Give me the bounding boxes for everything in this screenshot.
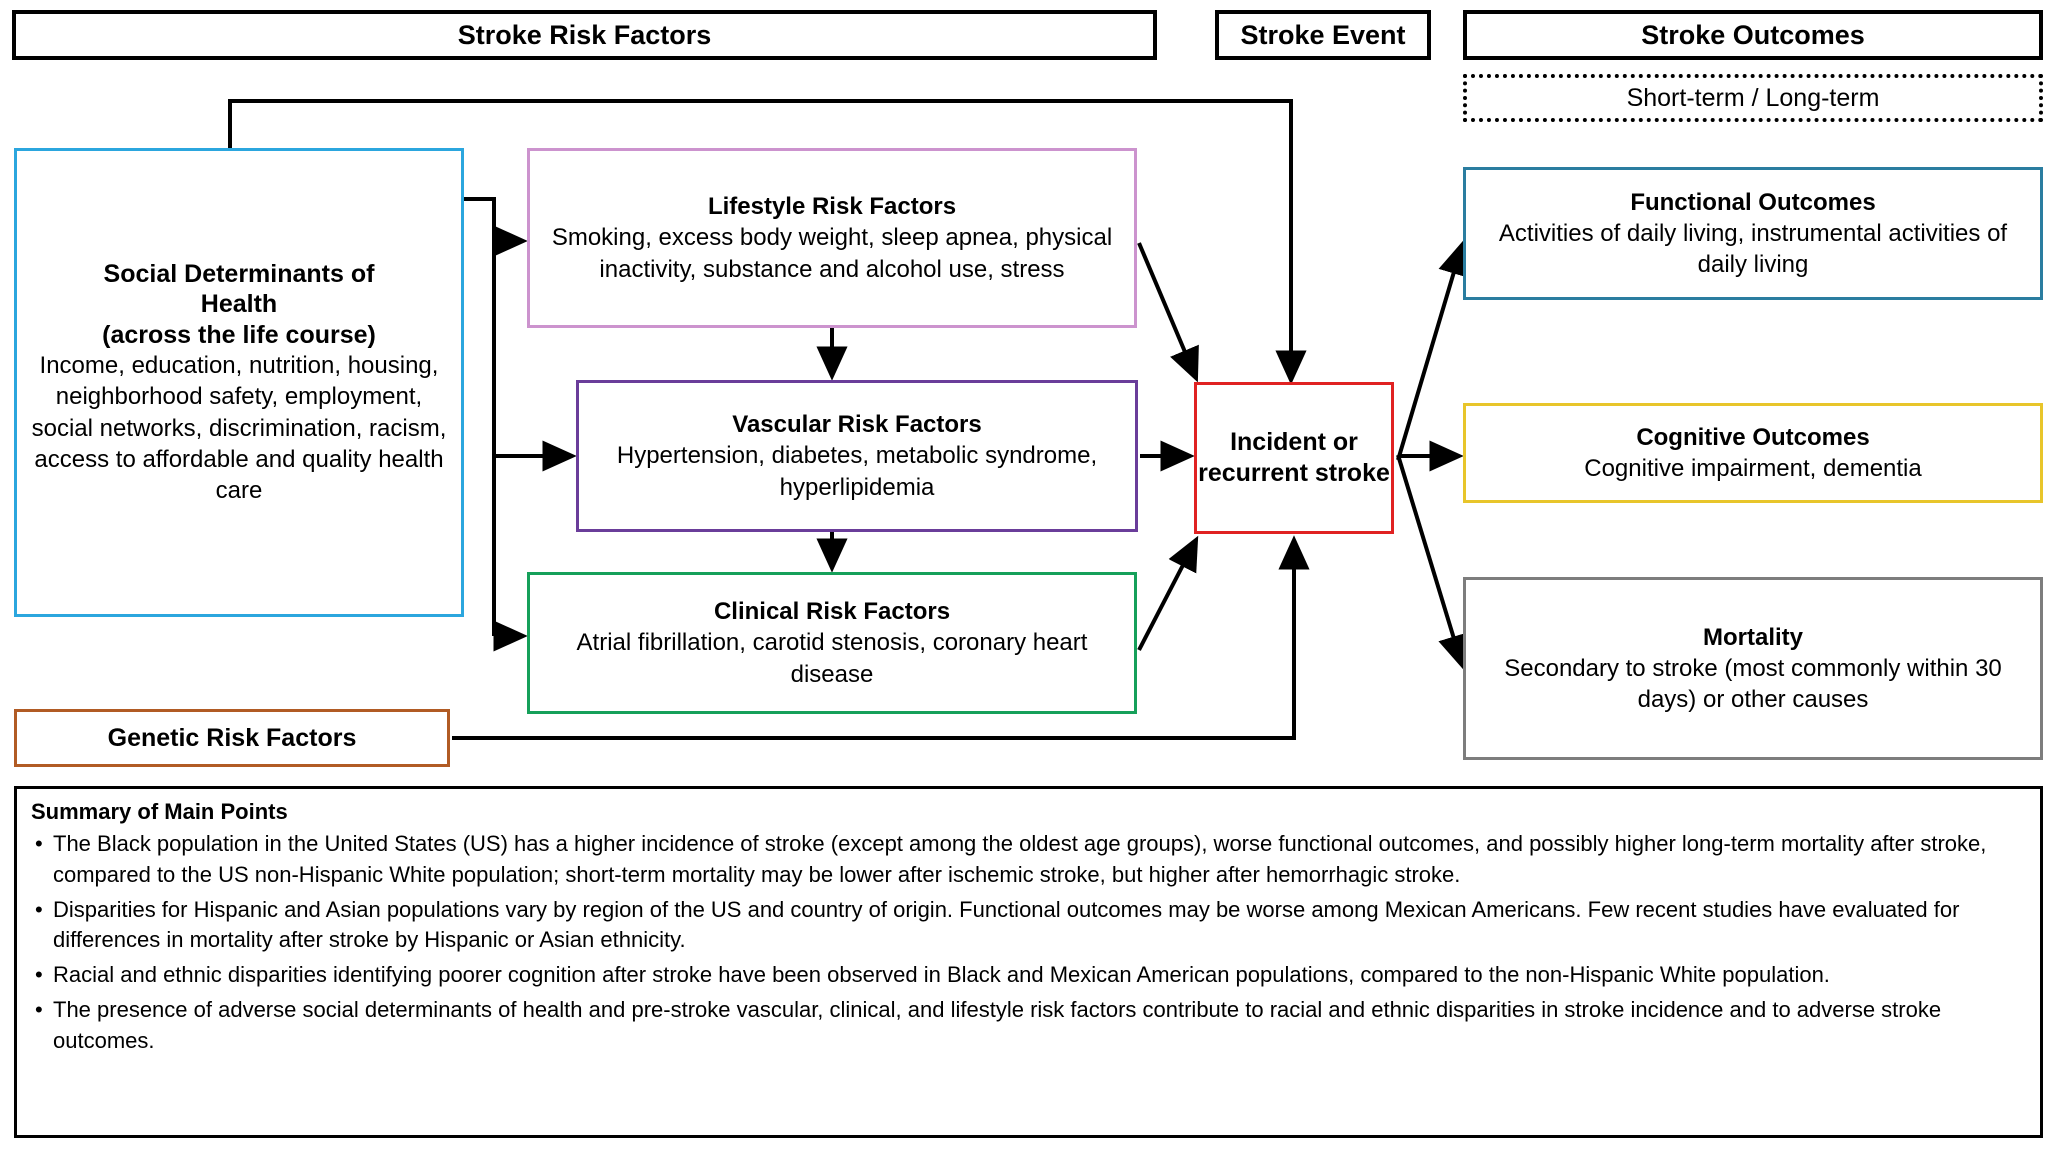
node-clinical-risk-factors: Clinical Risk Factors Atrial fibrillatio… xyxy=(527,572,1137,714)
sdoh-title-line1: Social Determinants of xyxy=(103,259,375,288)
genetic-title: Genetic Risk Factors xyxy=(107,723,357,752)
clinical-title: Clinical Risk Factors xyxy=(713,598,951,626)
sdoh-title-line3: (across the life course) xyxy=(102,320,376,349)
vascular-body: Hypertension, diabetes, metabolic syndro… xyxy=(616,442,1098,501)
summary-list: The Black population in the United State… xyxy=(31,829,2026,1057)
vascular-title: Vascular Risk Factors xyxy=(732,411,982,439)
node-cognitive-outcomes: Cognitive Outcomes Cognitive impairment,… xyxy=(1463,403,2043,503)
summary-heading: Summary of Main Points xyxy=(31,799,288,824)
functional-title: Functional Outcomes xyxy=(1630,188,1876,216)
cognitive-body: Cognitive impairment, dementia xyxy=(1584,455,1922,482)
lifestyle-body: Smoking, excess body weight, sleep apnea… xyxy=(551,224,1113,283)
summary-point: The Black population in the United State… xyxy=(31,829,2026,891)
node-functional-outcomes: Functional Outcomes Activities of daily … xyxy=(1463,167,2043,300)
wire-clinical-to-stroke xyxy=(1137,535,1199,651)
node-lifestyle-risk-factors: Lifestyle Risk Factors Smoking, excess b… xyxy=(527,148,1137,328)
sdoh-body: Income, education, nutrition, housing, n… xyxy=(31,352,447,505)
header-stroke-event: Stroke Event xyxy=(1215,10,1431,60)
summary-point: Racial and ethnic disparities identifyin… xyxy=(31,960,2026,991)
wire-stroke-to-functional xyxy=(1396,240,1469,461)
node-social-determinants-of-health: Social Determinants of Health (across th… xyxy=(14,148,464,617)
summary-point: Disparities for Hispanic and Asian popul… xyxy=(31,895,2026,957)
summary-point: The presence of adverse social determina… xyxy=(31,995,2026,1057)
node-mortality: Mortality Secondary to stroke (most comm… xyxy=(1463,577,2043,760)
cognitive-title: Cognitive Outcomes xyxy=(1636,423,1870,451)
summary-panel: Summary of Main Points The Black populat… xyxy=(14,786,2043,1138)
stroke-title: Incident or recurrent stroke xyxy=(1198,427,1390,488)
wire-sdoh-trunk xyxy=(464,197,496,636)
sdoh-title-line2: Health xyxy=(200,290,278,319)
node-incident-or-recurrent-stroke: Incident or recurrent stroke xyxy=(1194,382,1394,534)
header-stroke-risk-factors: Stroke Risk Factors xyxy=(12,10,1157,60)
wire-lifestyle-to-stroke xyxy=(1137,242,1199,383)
node-vascular-risk-factors: Vascular Risk Factors Hypertension, diab… xyxy=(576,380,1138,532)
wire-stroke-to-mortality xyxy=(1396,454,1469,670)
functional-body: Activities of daily living, instrumental… xyxy=(1498,219,2008,279)
band-short-long-term: Short-term / Long-term xyxy=(1463,74,2043,122)
mortality-body: Secondary to stroke (most commonly withi… xyxy=(1504,654,2002,714)
header-stroke-outcomes: Stroke Outcomes xyxy=(1463,10,2043,60)
clinical-body: Atrial fibrillation, carotid stenosis, c… xyxy=(576,629,1088,688)
lifestyle-title: Lifestyle Risk Factors xyxy=(707,193,957,221)
node-genetic-risk-factors: Genetic Risk Factors xyxy=(14,709,450,767)
mortality-title: Mortality xyxy=(1702,623,1803,651)
